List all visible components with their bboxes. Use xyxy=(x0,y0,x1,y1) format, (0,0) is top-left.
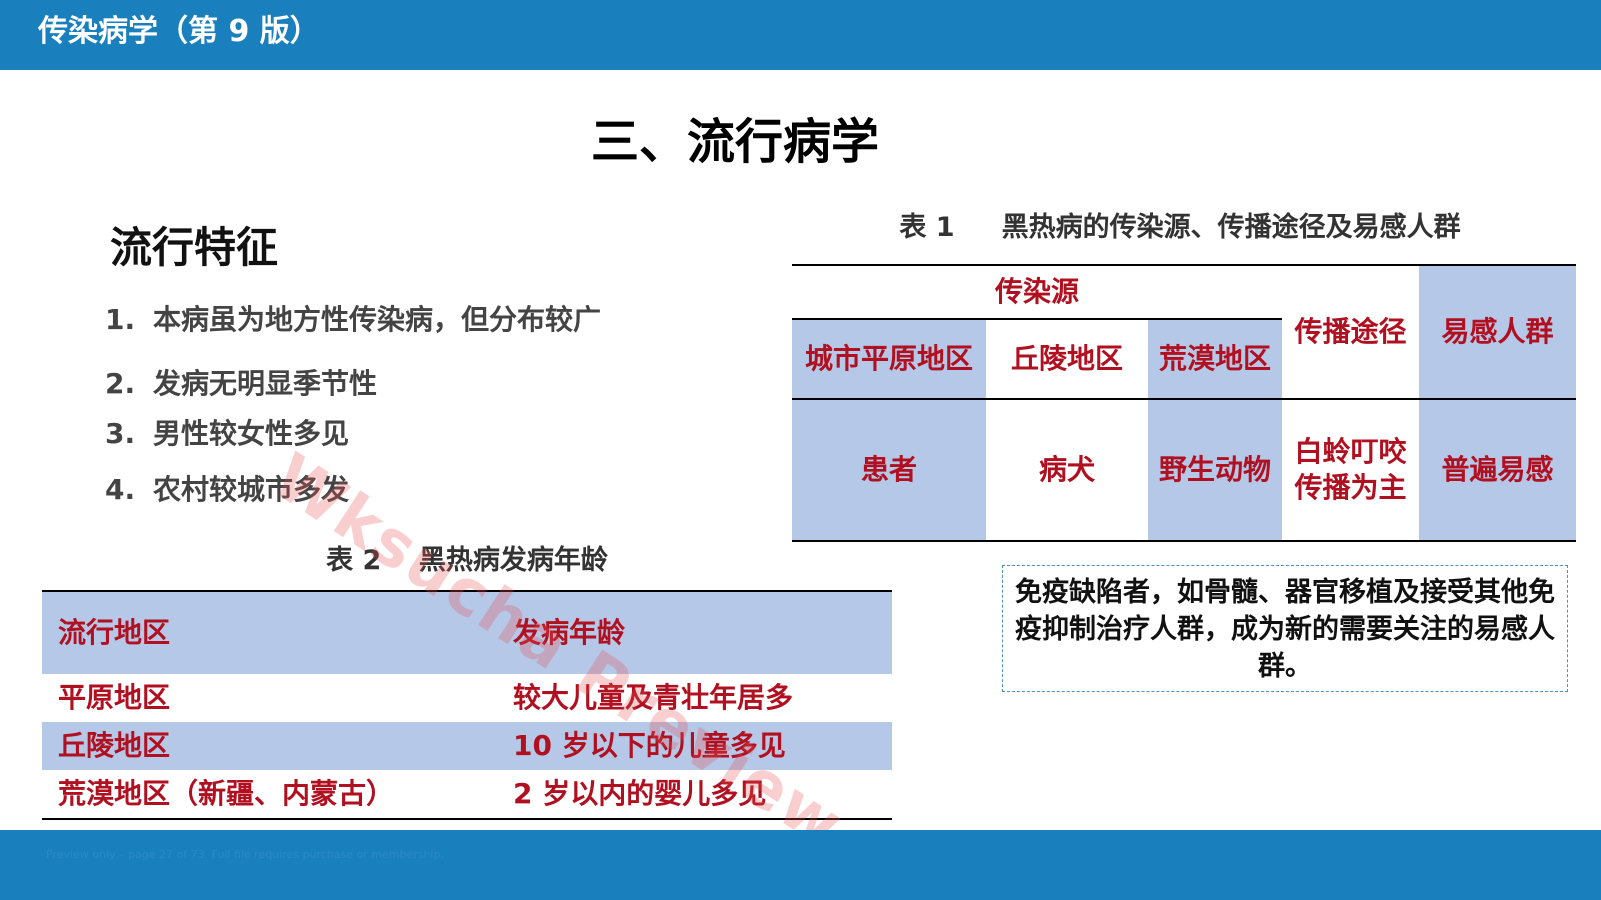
table2-cell: 较大儿童及青壮年居多 xyxy=(513,681,794,714)
table1-subheader: 丘陵地区 xyxy=(986,319,1148,400)
table1-cell: 患者 xyxy=(792,399,986,542)
table1: 传染源 传播途径 易感人群 城市平原地区 丘陵地区 荒漠地区 患者 病犬 野生动… xyxy=(792,264,1577,542)
list-item-text: 男性较女性多见 xyxy=(153,417,350,450)
list-item-text: 发病无明显季节性 xyxy=(153,367,378,400)
table-row: 荒漠地区（新疆、内蒙古） 2 岁以内的婴儿多见 xyxy=(42,770,892,819)
book-title: 传染病学（第 9 版） xyxy=(38,14,320,49)
table-row: 平原地区 较大儿童及青壮年居多 xyxy=(42,674,892,722)
table2-header: 流行地区 xyxy=(42,591,497,674)
table1-subheader: 城市平原地区 xyxy=(792,319,986,400)
table1-source-header: 传染源 xyxy=(792,264,1283,320)
table1-cell: 野生动物 xyxy=(1148,399,1283,542)
table2-header: 发病年龄 xyxy=(497,591,892,674)
list-item-number: 1. xyxy=(105,303,136,336)
table-row: 传染源 传播途径 易感人群 xyxy=(792,264,1577,400)
table-row: 流行地区 发病年龄 xyxy=(42,591,892,674)
table2-cell: 10 岁以下的儿童多见 xyxy=(497,722,892,770)
table1-cell: 普遍易感 xyxy=(1419,399,1577,542)
table1-caption: 表 1 黑热病的传染源、传播途径及易感人群 xyxy=(899,212,1461,243)
list-item-number: 2. xyxy=(105,367,136,400)
list-item: 3. 男性较女性多见 xyxy=(105,416,349,452)
list-item: 1. 本病虽为地方性传染病，但分布较广 xyxy=(105,302,601,338)
page-title: 三、流行病学 xyxy=(590,114,879,170)
table1-cell: 病犬 xyxy=(986,399,1148,542)
header-bar: 传染病学（第 9 版） xyxy=(0,0,1601,70)
table1-cell: 白蛉叮咬传播为主 xyxy=(1282,399,1420,542)
table-row: 丘陵地区 10 岁以下的儿童多见 xyxy=(42,722,892,770)
table-row: 城市平原地区 丘陵地区 荒漠地区 xyxy=(792,319,1576,400)
note-box: 免疫缺陷者，如骨髓、器官移植及接受其他免疫抑制治疗人群，成为新的需要关注的易感人… xyxy=(1002,565,1568,692)
footer-note: Preview only – page 27 of 73. Full file … xyxy=(46,848,444,861)
list-item: 4. 农村较城市多发 xyxy=(105,472,349,508)
table2-cell: 荒漠地区（新疆、内蒙古） xyxy=(58,777,395,810)
table2-cell: 平原地区 xyxy=(58,681,171,714)
list-item: 2. 发病无明显季节性 xyxy=(105,366,377,402)
table1-route-header: 传播途径 xyxy=(1282,264,1420,400)
table2-cell: 2 岁以内的婴儿多见 xyxy=(513,777,767,810)
list-item-text: 本病虽为地方性传染病，但分布较广 xyxy=(153,303,602,336)
table2: 流行地区 发病年龄 平原地区 较大儿童及青壮年居多 丘陵地区 10 岁以下的儿童… xyxy=(42,590,892,820)
list-item-number: 4. xyxy=(105,473,136,506)
table2-caption: 表 2 黑热病发病年龄 xyxy=(326,545,608,576)
list-item-text: 农村较城市多发 xyxy=(153,473,350,506)
table2-cell: 丘陵地区 xyxy=(42,722,497,770)
table1-subheader: 荒漠地区 xyxy=(1148,319,1283,400)
table1-susceptible-header: 易感人群 xyxy=(1419,264,1577,400)
section-title: 流行特征 xyxy=(110,223,279,272)
table-row: 患者 病犬 野生动物 白蛉叮咬传播为主 普遍易感 xyxy=(792,399,1577,542)
footer-bar xyxy=(0,830,1601,900)
list-item-number: 3. xyxy=(105,417,136,450)
